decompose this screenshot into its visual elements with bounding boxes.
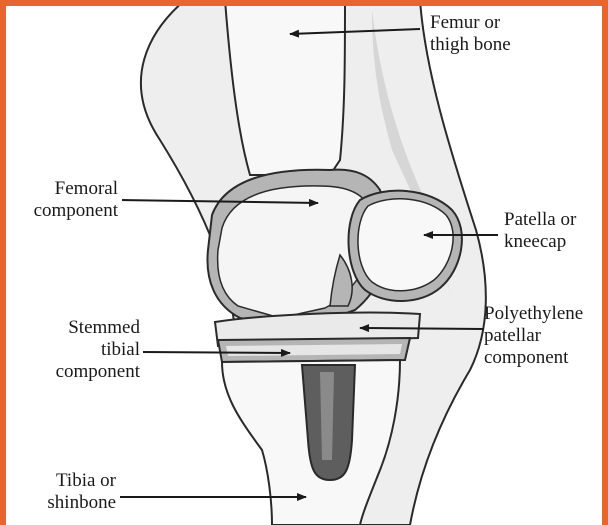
- label-line: Tibia or: [6, 470, 116, 492]
- label-line: Patella or: [504, 209, 576, 231]
- femur-bone: [225, 6, 345, 175]
- stemmed-tibial-arrow: [143, 352, 290, 353]
- label-line: thigh bone: [430, 34, 511, 56]
- label-polyethylene: Polyethylene patellar component: [484, 303, 583, 369]
- label-line: tibial: [6, 339, 140, 361]
- label-patella: Patella or kneecap: [504, 209, 576, 253]
- polyethylene-arrow: [360, 328, 484, 329]
- label-tibia: Tibia or shinbone: [6, 470, 116, 514]
- label-line: patellar: [484, 325, 583, 347]
- label-line: kneecap: [504, 231, 576, 253]
- label-line: component: [484, 347, 583, 369]
- label-line: component: [6, 361, 140, 383]
- label-femur: Femur or thigh bone: [430, 12, 511, 56]
- label-stemmed-tibial: Stemmed tibial component: [6, 317, 140, 383]
- label-femoral-component: Femoral component: [6, 178, 118, 222]
- label-line: Femur or: [430, 12, 511, 34]
- label-line: Stemmed: [6, 317, 140, 339]
- knee-diagram: Femur or thigh bone Femoral component Pa…: [6, 6, 602, 525]
- label-line: Polyethylene: [484, 303, 583, 325]
- label-line: shinbone: [6, 492, 116, 514]
- knee-illustration: [6, 6, 602, 525]
- label-line: component: [6, 200, 118, 222]
- label-line: Femoral: [6, 178, 118, 200]
